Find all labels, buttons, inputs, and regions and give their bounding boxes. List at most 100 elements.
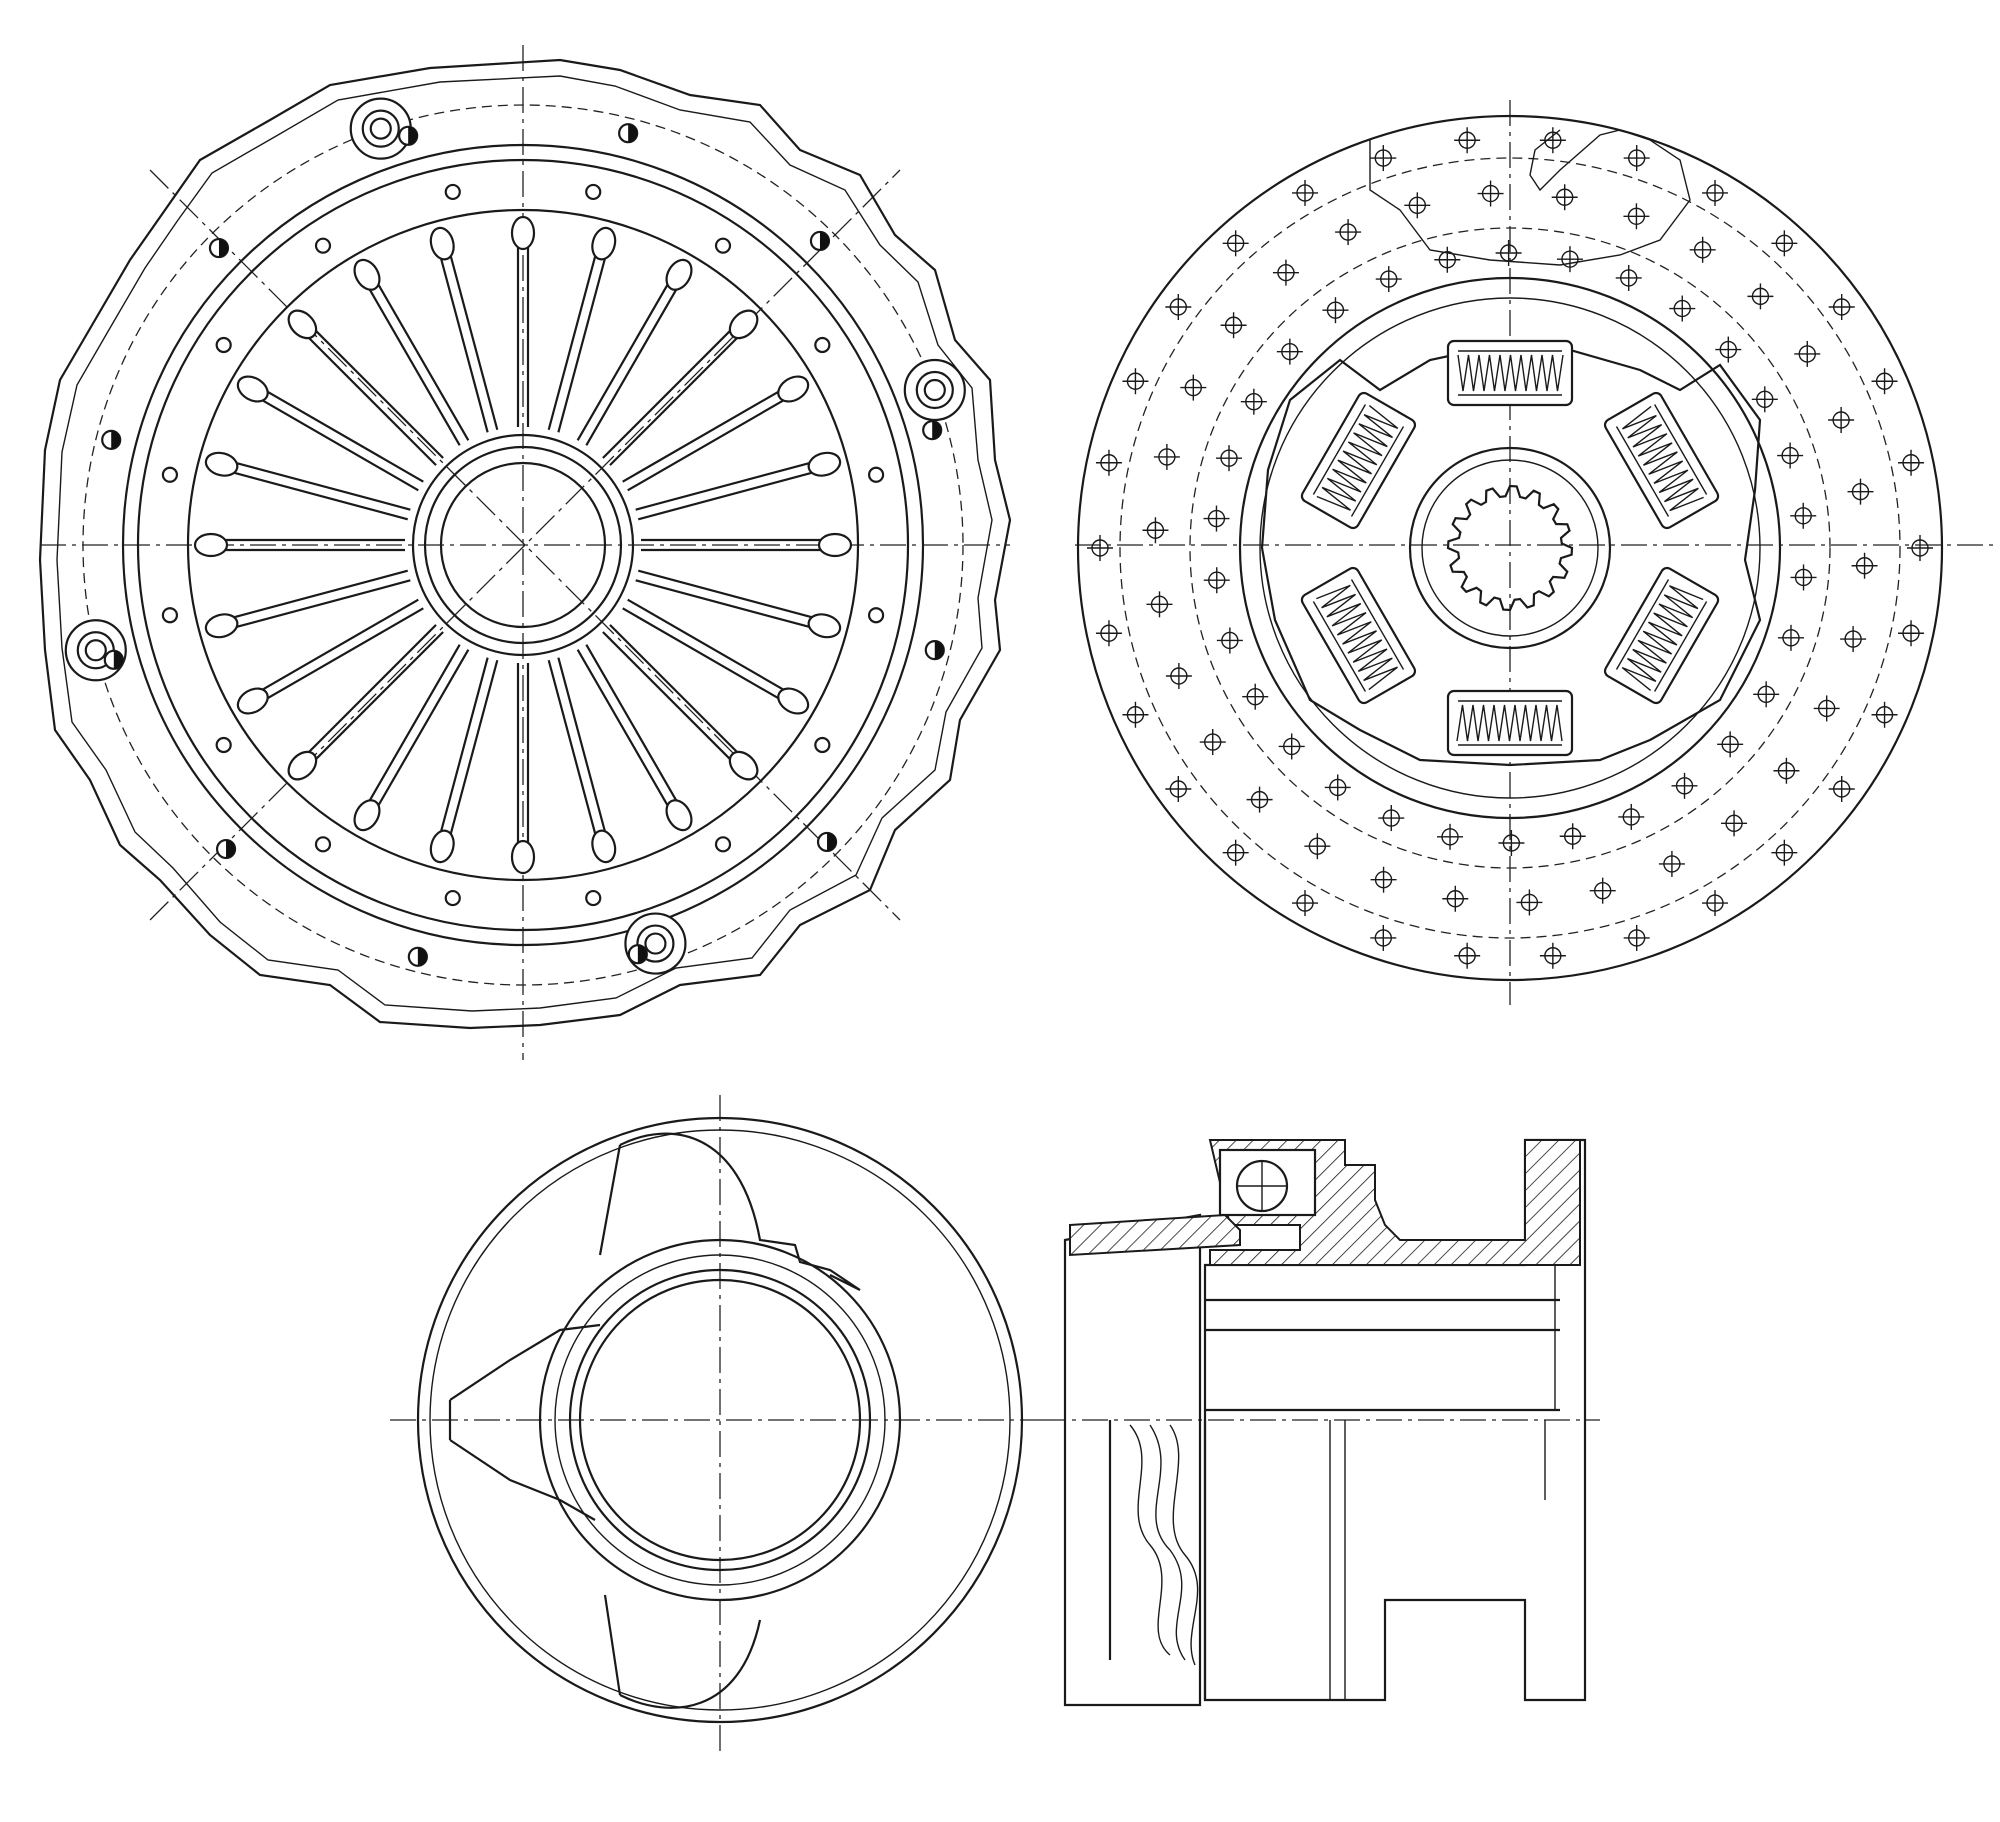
rivet-circle-inner bbox=[1189, 227, 1831, 869]
bolt-circle bbox=[82, 104, 964, 986]
boss-hole bbox=[369, 117, 392, 140]
balance-mark bbox=[922, 420, 943, 441]
friction-rivet bbox=[1777, 442, 1804, 469]
diaphragm-finger bbox=[622, 375, 810, 492]
balance-mark-fill bbox=[111, 430, 121, 449]
diaphragm-finger bbox=[602, 309, 759, 466]
balance-mark bbox=[398, 125, 419, 146]
section-sleeve-hatch bbox=[1069, 1213, 1241, 1257]
hub-bore bbox=[439, 461, 607, 629]
diaphragm-finger bbox=[510, 215, 536, 427]
diaphragm-outer-edge bbox=[186, 208, 860, 882]
boss-outer bbox=[624, 912, 687, 975]
diaphragm-spring-fingers bbox=[193, 215, 853, 875]
damper-spring bbox=[1603, 566, 1720, 705]
friction-rivet bbox=[1771, 230, 1798, 257]
diaphragm-finger bbox=[576, 644, 693, 832]
friction-rivet bbox=[1370, 924, 1397, 951]
friction-rivet bbox=[1276, 338, 1303, 365]
finger-slot bbox=[622, 389, 786, 492]
balance-mark bbox=[101, 429, 122, 450]
finger-tip-hole bbox=[591, 829, 617, 864]
friction-rivet bbox=[1199, 729, 1226, 756]
friction-rivet bbox=[1871, 701, 1898, 728]
rivet-circle-outer bbox=[1119, 157, 1901, 939]
friction-rivet bbox=[1240, 388, 1267, 415]
friction-rivet bbox=[1142, 517, 1169, 544]
friction-rivet bbox=[1180, 374, 1207, 401]
balance-mark bbox=[816, 831, 838, 853]
diaphragm-finger bbox=[236, 598, 424, 715]
pressure-plate-front-view bbox=[38, 45, 1012, 1060]
friction-rivet bbox=[1539, 942, 1566, 969]
friction-rivet bbox=[1292, 179, 1318, 206]
diaphragm-finger bbox=[635, 569, 842, 639]
finger-tip-hole bbox=[287, 750, 318, 781]
damper-spring bbox=[1300, 566, 1417, 705]
friction-rivet bbox=[1375, 266, 1402, 293]
release-bearing-section-view bbox=[1040, 1138, 1600, 1707]
balance-mark-fill bbox=[628, 124, 638, 143]
friction-rivet bbox=[1747, 283, 1774, 310]
friction-rivet bbox=[1721, 810, 1748, 837]
spring-window bbox=[1300, 391, 1417, 530]
cover-hole bbox=[444, 183, 461, 201]
spring-coil bbox=[1456, 704, 1563, 742]
friction-rivet bbox=[1898, 449, 1925, 476]
friction-rivet bbox=[1589, 877, 1616, 904]
friction-rivet bbox=[1790, 502, 1817, 529]
balance-mark-fill bbox=[637, 945, 647, 964]
finger-slot bbox=[367, 282, 470, 446]
spring-bottom bbox=[1615, 579, 1670, 670]
spring-coil bbox=[1316, 405, 1399, 511]
diaphragm-finger bbox=[635, 451, 842, 521]
finger-tip-hole bbox=[204, 451, 239, 477]
finger-slot bbox=[439, 253, 499, 433]
friction-rivet bbox=[1828, 775, 1855, 802]
friction-rivet bbox=[1498, 829, 1525, 856]
diaphragm-finger bbox=[287, 309, 444, 466]
balance-mark-fill bbox=[113, 650, 123, 669]
friction-rivet bbox=[1246, 786, 1273, 813]
mounting-boss bbox=[903, 358, 966, 422]
hub-ring-middle bbox=[423, 445, 623, 645]
friction-rivet bbox=[1790, 564, 1817, 591]
friction-rivet bbox=[1404, 192, 1431, 219]
boss-outer bbox=[903, 358, 966, 422]
friction-rivet bbox=[1623, 203, 1650, 230]
finger-tip-hole bbox=[510, 839, 536, 875]
friction-rivet bbox=[1165, 663, 1192, 690]
pressure-plate-diagonal-centerline-1 bbox=[149, 169, 901, 921]
balance-mark-fill bbox=[934, 641, 944, 660]
friction-rivet bbox=[1216, 627, 1243, 654]
hub-shoulder bbox=[1421, 459, 1599, 637]
cover-hole bbox=[714, 237, 732, 254]
friction-rivet bbox=[1165, 294, 1192, 321]
finger-slot bbox=[231, 461, 411, 521]
diaphragm-finger bbox=[353, 644, 470, 832]
diaphragm-finger bbox=[429, 226, 499, 433]
friction-rivet bbox=[1322, 297, 1349, 324]
cover-hole bbox=[161, 466, 179, 483]
finger-slot bbox=[635, 569, 815, 629]
section-spring-coils bbox=[1129, 1424, 1199, 1666]
friction-rivet bbox=[1434, 246, 1461, 273]
balance-mark bbox=[924, 640, 945, 661]
finger-tip-hole bbox=[353, 799, 381, 832]
friction-rivet bbox=[1615, 264, 1642, 291]
friction-rivet bbox=[1773, 757, 1800, 784]
spring-top bbox=[1654, 601, 1708, 692]
friction-rivet bbox=[1813, 695, 1840, 722]
friction-rivet bbox=[1828, 406, 1855, 433]
friction-rivet bbox=[1272, 259, 1299, 286]
spring-coil bbox=[1316, 584, 1398, 691]
cover-hole bbox=[867, 607, 885, 624]
finger-tip-hole bbox=[236, 687, 269, 715]
finger-slot bbox=[439, 657, 499, 837]
diaphragm-finger bbox=[547, 657, 617, 864]
balance-marks bbox=[101, 123, 945, 967]
friction-rivet bbox=[1122, 368, 1149, 395]
friction-rivet bbox=[1242, 683, 1269, 710]
friction-rivet bbox=[1669, 295, 1696, 322]
